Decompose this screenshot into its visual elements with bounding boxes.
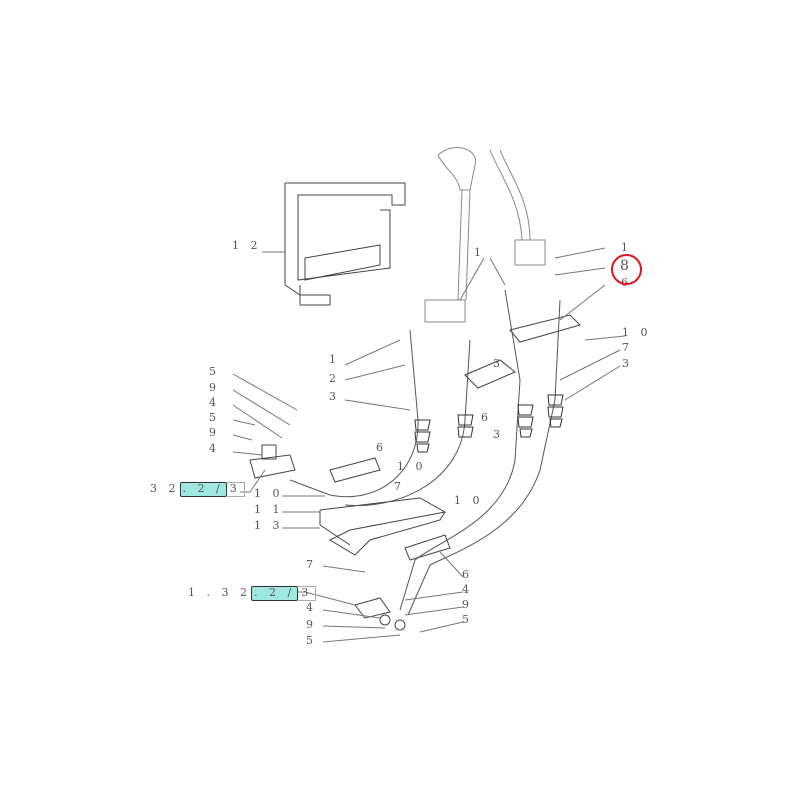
- callout-label[interactable]: 1 0: [254, 487, 284, 500]
- callout-label[interactable]: 1 0: [622, 326, 652, 339]
- reference-highlight[interactable]: . 2 /: [250, 586, 299, 601]
- callout-label[interactable]: 7: [394, 480, 405, 493]
- callout-label[interactable]: 7: [306, 558, 317, 571]
- leader-lines: [232, 247, 626, 643]
- callout-label[interactable]: 9: [209, 381, 220, 394]
- callout-label[interactable]: 1 0: [397, 460, 427, 473]
- callout-label[interactable]: 4: [209, 442, 220, 455]
- callout-label[interactable]: 4: [306, 601, 317, 614]
- reference-suffix: 3: [226, 482, 245, 497]
- reference-prefix: 1 . 3 2: [188, 586, 251, 599]
- reference-highlight[interactable]: . 2 /: [179, 482, 227, 497]
- callout-label[interactable]: 5: [209, 365, 220, 378]
- callout-label[interactable]: 5: [209, 411, 220, 424]
- boot-part: [414, 394, 564, 453]
- callout-label[interactable]: 3: [493, 428, 504, 441]
- callout-label[interactable]: 1: [621, 241, 632, 254]
- callout-label[interactable]: 6: [481, 411, 492, 424]
- callout-label[interactable]: 1 0: [454, 494, 484, 507]
- reference-prefix: 3 2: [150, 482, 180, 495]
- callout-label[interactable]: 3: [493, 357, 504, 370]
- callout-label[interactable]: 4: [209, 396, 220, 409]
- cable-part: [289, 289, 561, 616]
- callout-label[interactable]: 1 2: [232, 239, 262, 252]
- callout-label[interactable]: 2: [329, 372, 340, 385]
- mount-part: [249, 444, 406, 631]
- callout-label[interactable]: 1: [329, 353, 340, 366]
- callout-label[interactable]: 9: [306, 618, 317, 631]
- bracket-part: [284, 182, 406, 306]
- callout-label[interactable]: 4: [462, 583, 473, 596]
- callout-label[interactable]: 6: [462, 568, 473, 581]
- reference-link-2[interactable]: 1 . 3 2. 2 /3: [188, 586, 317, 601]
- callout-label[interactable]: 3: [329, 390, 340, 403]
- lever-part: [424, 147, 546, 323]
- callout-label[interactable]: 5: [306, 634, 317, 647]
- highlight-circle: [611, 254, 642, 285]
- callout-label[interactable]: 1 1: [254, 503, 284, 516]
- callout-label[interactable]: 7: [622, 341, 633, 354]
- callout-label[interactable]: 1 3: [254, 519, 284, 532]
- callout-label[interactable]: 1: [474, 246, 485, 259]
- callout-label[interactable]: 9: [462, 598, 473, 611]
- callout-label[interactable]: 6: [376, 441, 387, 454]
- clamp-part: [329, 314, 581, 561]
- reference-suffix: 3: [298, 586, 317, 601]
- reference-link-1[interactable]: 3 2. 2 /3: [150, 482, 245, 497]
- callout-label[interactable]: 9: [209, 426, 220, 439]
- callout-label[interactable]: 3: [622, 357, 633, 370]
- plate-part: [319, 497, 447, 556]
- callout-label[interactable]: 5: [462, 613, 473, 626]
